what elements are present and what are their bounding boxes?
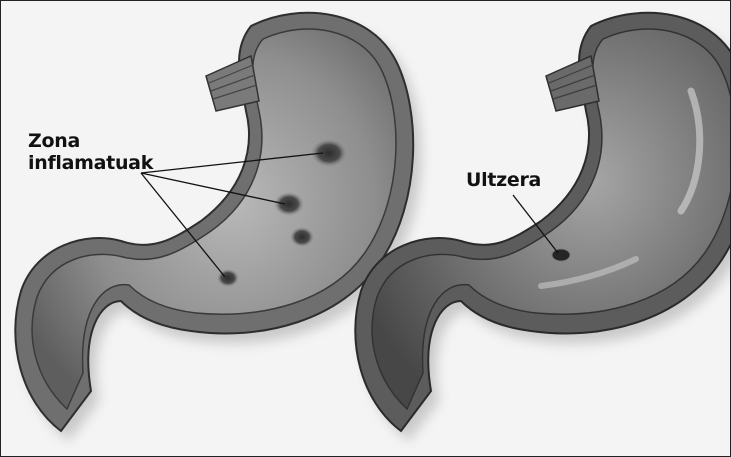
inflamed-zones-label-line1: Zona xyxy=(28,130,80,152)
inflamed-zones-label-line2: inflamatuak xyxy=(28,152,153,174)
stomach-right xyxy=(355,13,731,441)
ulcer-label: Ultzera xyxy=(466,169,541,191)
stomach-left xyxy=(15,13,421,441)
